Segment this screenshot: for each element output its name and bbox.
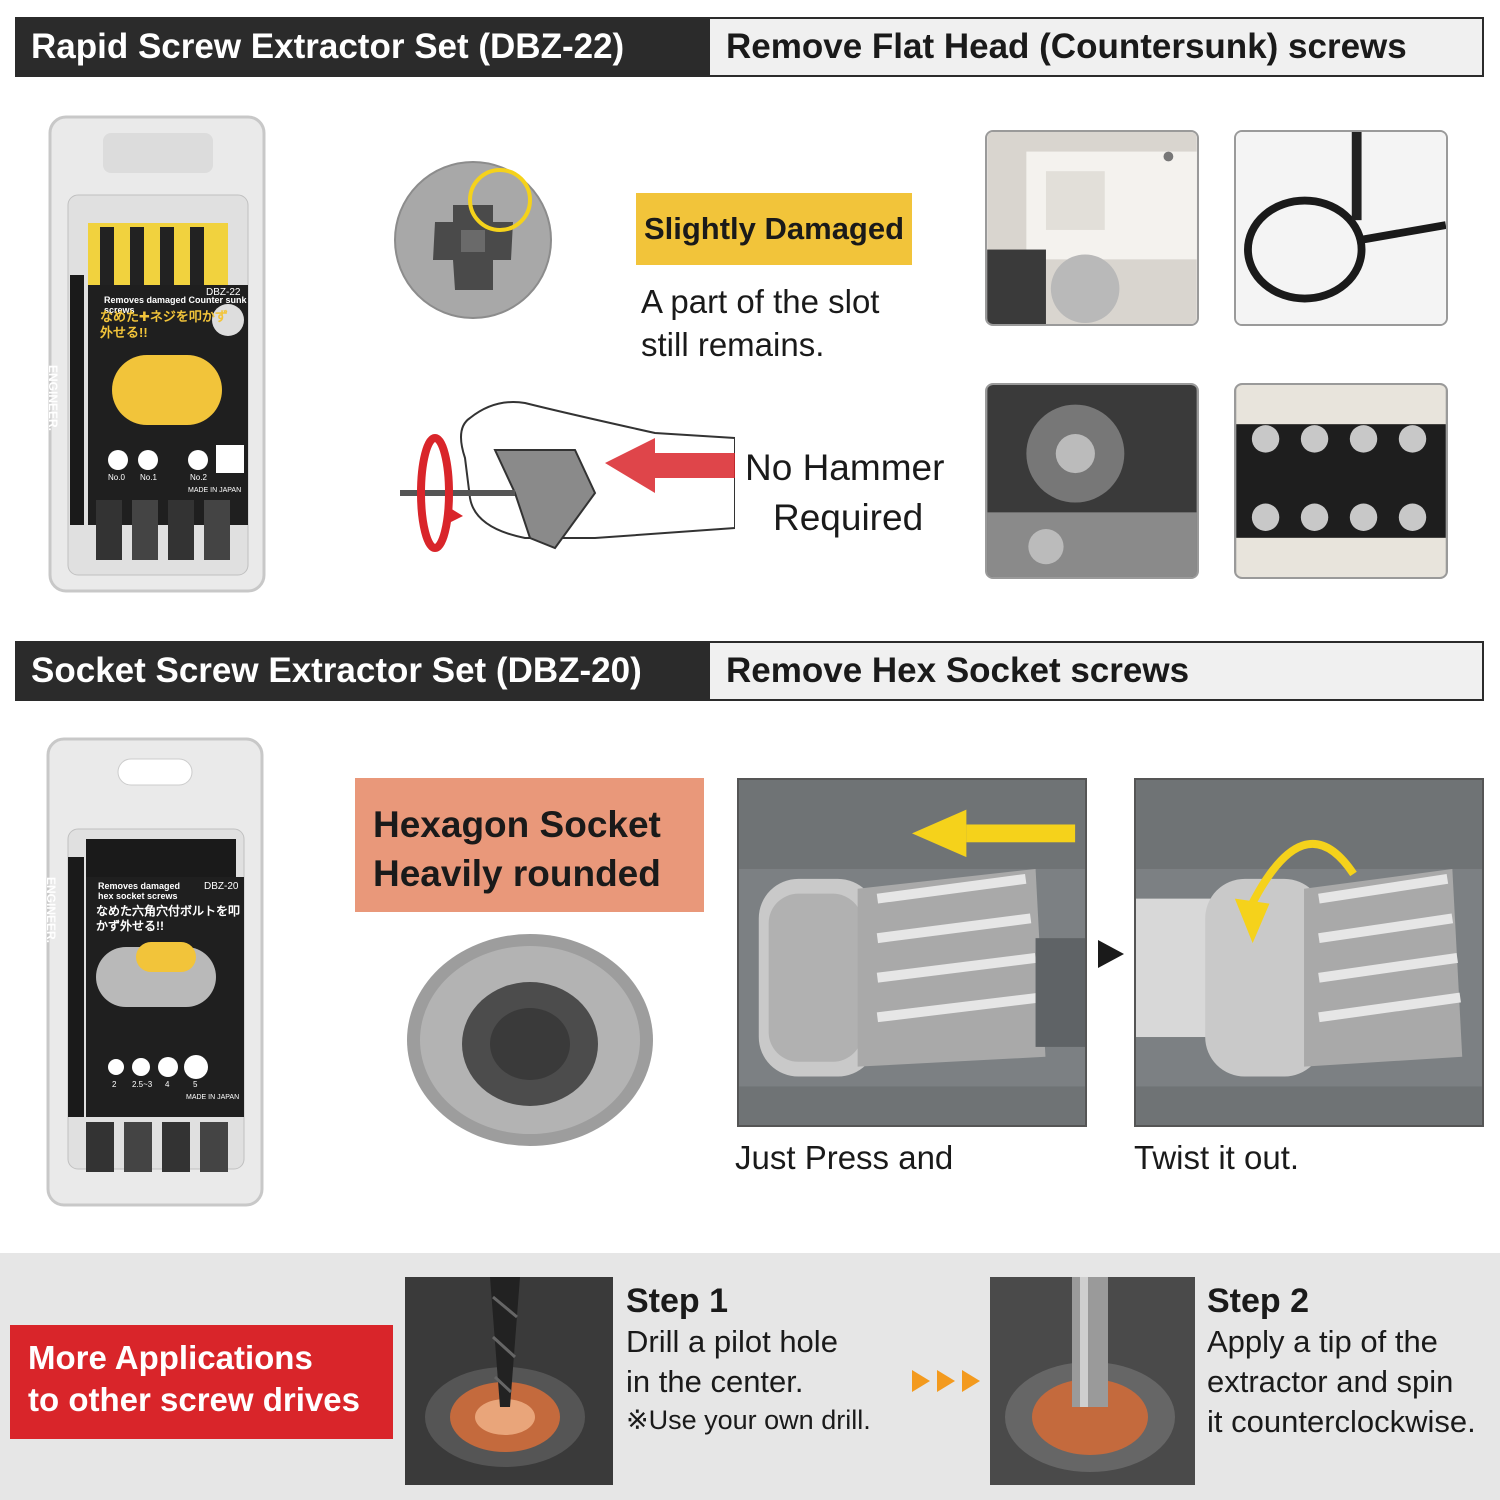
photo-press-extractor bbox=[737, 778, 1087, 1127]
photo-twist-extractor bbox=[1134, 778, 1484, 1127]
slot-remains-line1: A part of the slot bbox=[641, 283, 880, 320]
more-applications-box: More Applications to other screw drives bbox=[10, 1325, 393, 1439]
hexagon-socket-tag: Hexagon Socket Heavily rounded bbox=[355, 778, 704, 912]
package-dbz20-made-in: MADE IN JAPAN bbox=[186, 1094, 240, 1101]
step2-line2: extractor and spin bbox=[1207, 1364, 1454, 1399]
step2-line1: Apply a tip of the bbox=[1207, 1324, 1438, 1359]
hexagon-socket-tag-line1: Hexagon Socket bbox=[373, 804, 661, 845]
slightly-damaged-tag: Slightly Damaged bbox=[636, 193, 912, 265]
package-dbz22-size-2: No.2 bbox=[190, 473, 207, 482]
package-dbz20-size-1: 2.5~3 bbox=[132, 1080, 153, 1089]
package-dbz20-size-0: 2 bbox=[112, 1080, 117, 1089]
step1-note: ※Use your own drill. bbox=[626, 1405, 871, 1435]
no-hammer-line1: No Hammer bbox=[745, 447, 945, 488]
step2-line3: it counterclockwise. bbox=[1207, 1404, 1476, 1439]
caption-twist: Twist it out. bbox=[1134, 1139, 1300, 1176]
package-dbz22-made-in: MADE IN JAPAN bbox=[188, 487, 242, 494]
photo-eyeglasses bbox=[1234, 130, 1448, 326]
triple-arrow-icon bbox=[912, 1370, 982, 1392]
package-dbz22: Removes damaged Counter sunk screws DBZ-… bbox=[46, 115, 266, 593]
next-arrow-icon bbox=[1098, 940, 1124, 968]
package-dbz22-size-0: No.0 bbox=[108, 473, 125, 482]
package-dbz22-size-1: No.1 bbox=[140, 473, 157, 482]
no-hammer-line2: Required bbox=[773, 497, 924, 538]
section1-title: Rapid Screw Extractor Set (DBZ-22) bbox=[15, 17, 710, 77]
section2-title: Socket Screw Extractor Set (DBZ-20) bbox=[15, 641, 710, 701]
package-dbz20-size-2: 4 bbox=[165, 1080, 170, 1089]
caption-press: Just Press and bbox=[735, 1139, 954, 1176]
photo-extractor-spin bbox=[990, 1277, 1195, 1485]
package-dbz20-jp-title: なめた六角穴付ボルトを叩かず外せる!! bbox=[96, 904, 241, 933]
more-applications-line2: to other screw drives bbox=[28, 1381, 360, 1418]
slot-remains-line2: still remains. bbox=[641, 326, 825, 363]
package-dbz22-subtitle: Removes damaged Counter sunk screws bbox=[104, 295, 247, 315]
section2-subtitle: Remove Hex Socket screws bbox=[710, 641, 1484, 701]
package-dbz22-brand: ENGINEER. bbox=[46, 365, 60, 432]
more-applications-line1: More Applications bbox=[28, 1339, 313, 1376]
step1-title: Step 1 bbox=[626, 1282, 729, 1320]
package-dbz20: Removes damaged hex socket screws DBZ-20… bbox=[44, 737, 264, 1207]
package-dbz20-model: DBZ-20 bbox=[204, 881, 239, 892]
photo-terminal-block bbox=[1234, 383, 1448, 579]
hexagon-socket-tag-line2: Heavily rounded bbox=[373, 853, 661, 894]
package-dbz20-subtitle: Removes damaged hex socket screws bbox=[98, 881, 181, 901]
step1-line1: Drill a pilot hole bbox=[626, 1324, 838, 1359]
package-dbz22-jp-title: なめた✚ネジを叩かず外せる!! bbox=[100, 309, 228, 340]
step1-line2: in the center. bbox=[626, 1364, 804, 1399]
hand-twist-illustration bbox=[395, 398, 736, 558]
photo-drill-pilot-hole bbox=[405, 1277, 613, 1485]
rounded-hex-socket-screw bbox=[405, 932, 655, 1148]
step2-title: Step 2 bbox=[1207, 1282, 1310, 1320]
package-dbz22-model: DBZ-22 bbox=[206, 287, 241, 298]
photo-battery-cover bbox=[985, 130, 1199, 326]
damaged-phillips-screw bbox=[393, 160, 553, 320]
package-dbz20-brand: ENGINEER. bbox=[44, 877, 58, 944]
photo-engine bbox=[985, 383, 1199, 579]
section1-subtitle: Remove Flat Head (Countersunk) screws bbox=[710, 17, 1484, 77]
package-dbz20-size-3: 5 bbox=[193, 1080, 198, 1089]
